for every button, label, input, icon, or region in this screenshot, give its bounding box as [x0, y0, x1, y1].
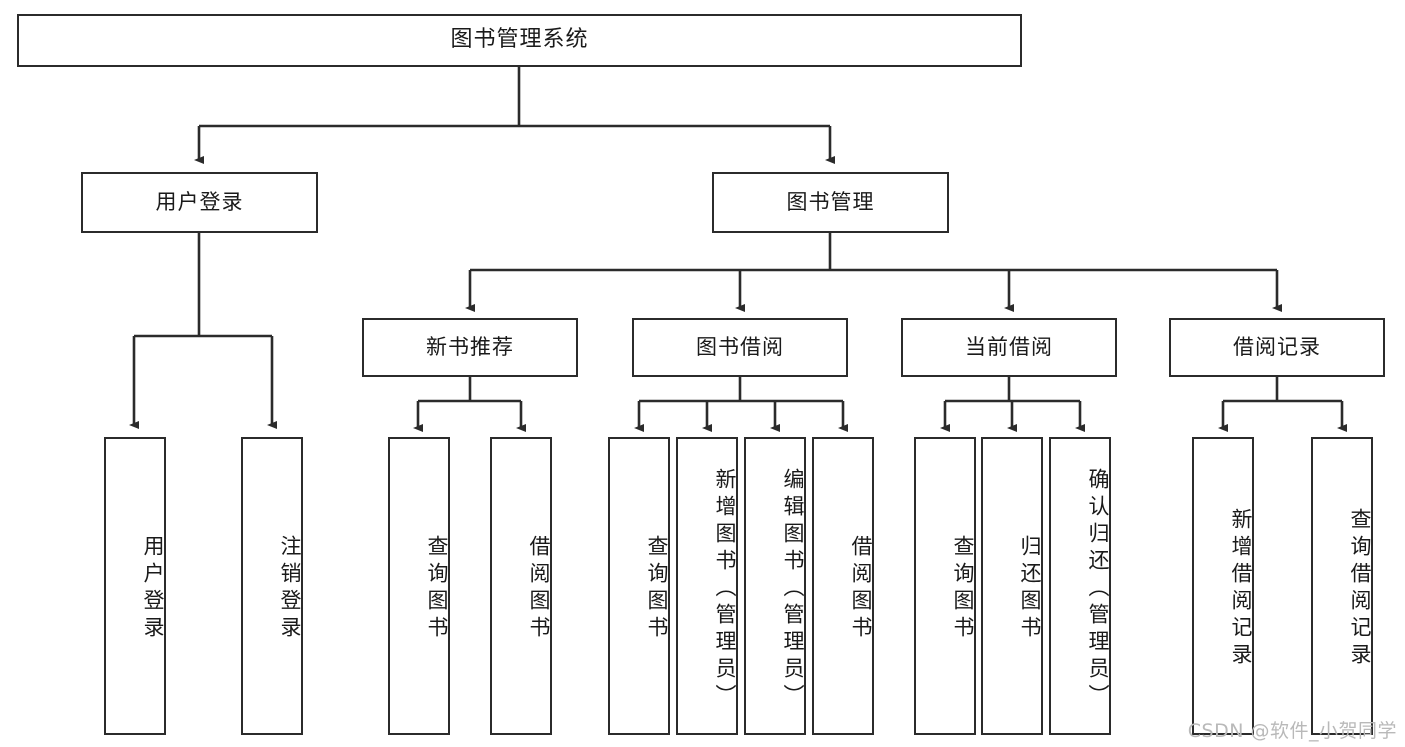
node-label: 新书推荐 — [426, 334, 514, 359]
node-leaf-new-book-borrow[interactable]: 借阅图书 — [490, 437, 552, 735]
node-user-login[interactable]: 用户登录 — [81, 172, 318, 233]
node-book-borrow[interactable]: 图书借阅 — [632, 318, 848, 377]
node-leaf-book-borrow-edit[interactable]: 编辑图书（管理员） — [744, 437, 806, 735]
node-label: 归还图书 — [1018, 535, 1042, 643]
node-label: 注销登录 — [278, 535, 302, 643]
watermark: CSDN @软件_小贺同学 — [1187, 720, 1397, 742]
node-label: 当前借阅 — [965, 334, 1053, 359]
node-label: 图书借阅 — [696, 334, 784, 359]
node-leaf-book-borrow-query[interactable]: 查询图书 — [608, 437, 670, 735]
node-label: 用户登录 — [141, 535, 165, 643]
node-leaf-book-borrow-add[interactable]: 新增图书（管理员） — [676, 437, 738, 735]
node-label: 新增图书（管理员） — [713, 467, 737, 711]
node-leaf-current-borrow-query[interactable]: 查询图书 — [914, 437, 976, 735]
node-label: 图书管理 — [786, 189, 875, 214]
node-current-borrow[interactable]: 当前借阅 — [901, 318, 1117, 377]
node-leaf-user-login-signout[interactable]: 注销登录 — [241, 437, 303, 735]
node-leaf-borrow-record-add[interactable]: 新增借阅记录 — [1192, 437, 1254, 735]
node-label: 用户登录 — [155, 189, 244, 214]
node-root-book-management-system[interactable]: 图书管理系统 — [17, 14, 1022, 67]
node-label: 确认归还（管理员） — [1086, 467, 1110, 711]
node-label: 新增借阅记录 — [1229, 508, 1253, 670]
node-leaf-new-book-query[interactable]: 查询图书 — [388, 437, 450, 735]
node-label: 图书管理系统 — [450, 27, 589, 53]
node-new-book-recommend[interactable]: 新书推荐 — [362, 318, 578, 377]
node-label: 借阅记录 — [1233, 334, 1321, 359]
node-leaf-book-borrow-borrow[interactable]: 借阅图书 — [812, 437, 874, 735]
node-leaf-user-login-signin[interactable]: 用户登录 — [104, 437, 166, 735]
node-book-management[interactable]: 图书管理 — [712, 172, 949, 233]
node-label: 借阅图书 — [527, 535, 551, 643]
node-leaf-current-borrow-return[interactable]: 归还图书 — [981, 437, 1043, 735]
node-borrow-record[interactable]: 借阅记录 — [1169, 318, 1385, 377]
node-leaf-borrow-record-query[interactable]: 查询借阅记录 — [1311, 437, 1373, 735]
node-label: 查询借阅记录 — [1348, 508, 1372, 670]
node-label: 查询图书 — [425, 535, 449, 643]
node-label: 查询图书 — [951, 535, 975, 643]
node-label: 借阅图书 — [849, 535, 873, 643]
node-label: 查询图书 — [645, 535, 669, 643]
node-label: 编辑图书（管理员） — [781, 467, 805, 711]
node-leaf-current-borrow-confirm[interactable]: 确认归还（管理员） — [1049, 437, 1111, 735]
